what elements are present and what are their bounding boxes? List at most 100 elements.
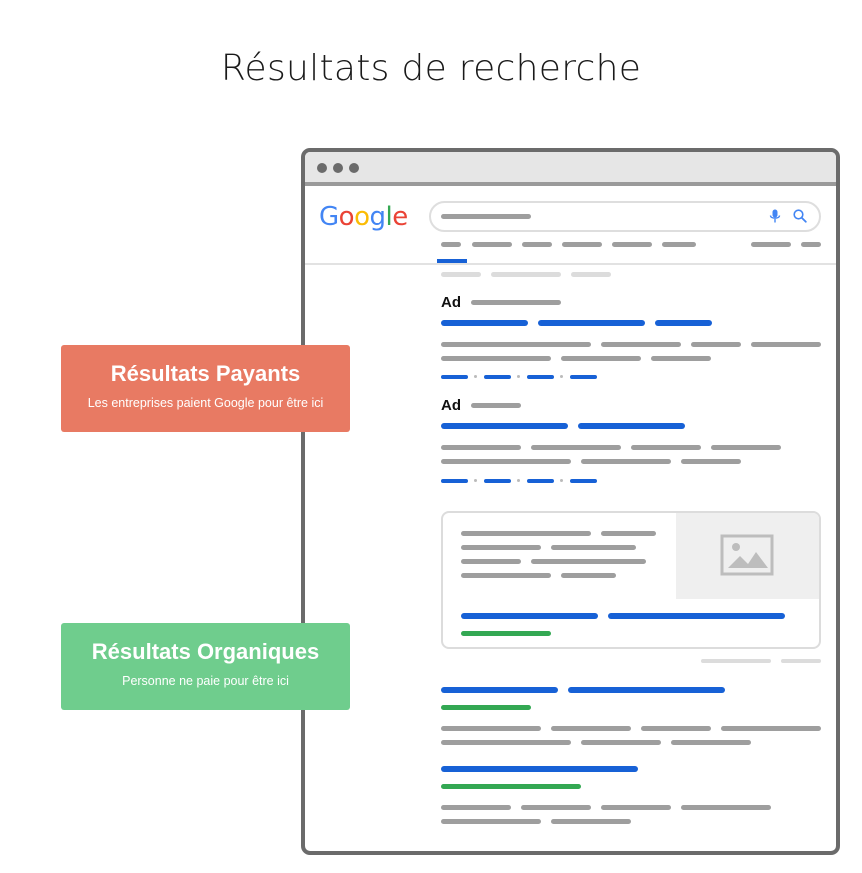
tab-item[interactable] bbox=[612, 242, 652, 247]
ad-sitelink[interactable] bbox=[441, 479, 468, 483]
sitelink-separator bbox=[560, 479, 563, 482]
ad-description bbox=[531, 445, 621, 450]
ad-description bbox=[561, 356, 641, 361]
snippet-text bbox=[531, 559, 646, 564]
tab-tools[interactable] bbox=[751, 242, 791, 247]
feedback-link[interactable] bbox=[701, 659, 771, 663]
ad-title-link[interactable] bbox=[538, 320, 645, 326]
snippet-text bbox=[461, 573, 551, 578]
logo-letter: e bbox=[392, 202, 408, 232]
active-tab-indicator bbox=[437, 259, 467, 263]
ad-description bbox=[711, 445, 781, 450]
tab-item[interactable] bbox=[562, 242, 602, 247]
search-query-placeholder bbox=[441, 214, 531, 219]
organic-description bbox=[441, 740, 571, 745]
organic-title-link[interactable] bbox=[441, 687, 558, 693]
organic-description bbox=[641, 726, 711, 731]
organic-title-link[interactable] bbox=[568, 687, 725, 693]
snippet-text bbox=[461, 545, 541, 550]
sitelink-separator bbox=[517, 479, 520, 482]
organic-description bbox=[551, 819, 631, 824]
ad-description bbox=[441, 459, 571, 464]
organic-description bbox=[681, 805, 771, 810]
snippet-text bbox=[561, 573, 616, 578]
sitelink-separator bbox=[517, 375, 520, 378]
search-icon[interactable] bbox=[793, 209, 807, 223]
window-dot-icon[interactable] bbox=[333, 163, 343, 173]
ad-description bbox=[651, 356, 711, 361]
result-stats bbox=[571, 272, 611, 277]
tab-all[interactable] bbox=[441, 242, 461, 247]
sitelink-separator bbox=[560, 375, 563, 378]
organic-description bbox=[581, 740, 661, 745]
snippet-text bbox=[461, 531, 591, 536]
ad-sitelink[interactable] bbox=[570, 375, 597, 379]
ad-url bbox=[471, 403, 521, 408]
image-placeholder-icon bbox=[720, 534, 774, 576]
organic-results-subtitle: Personne ne paie pour être ici bbox=[122, 674, 289, 688]
ad-sitelink[interactable] bbox=[484, 375, 511, 379]
organic-url[interactable] bbox=[441, 784, 581, 789]
logo-letter: o bbox=[338, 202, 355, 232]
organic-description bbox=[441, 726, 541, 731]
ad-title-link[interactable] bbox=[655, 320, 712, 326]
ad-title-link[interactable] bbox=[441, 423, 568, 429]
snippet-text bbox=[551, 545, 636, 550]
browser-window: Google Ad Ad bbox=[301, 148, 840, 855]
organic-description bbox=[601, 805, 671, 810]
result-stats bbox=[441, 272, 481, 277]
ad-sitelink[interactable] bbox=[570, 479, 597, 483]
snippet-text bbox=[601, 531, 656, 536]
ad-sitelink[interactable] bbox=[527, 375, 554, 379]
organic-description bbox=[551, 726, 631, 731]
ad-description bbox=[441, 342, 591, 347]
ad-title-link[interactable] bbox=[441, 320, 528, 326]
organic-results-label: Résultats Organiques Personne ne paie po… bbox=[61, 623, 350, 710]
paid-results-title: Résultats Payants bbox=[110, 361, 301, 386]
sitelink-separator bbox=[474, 375, 477, 378]
search-input[interactable] bbox=[429, 201, 821, 232]
ad-description bbox=[681, 459, 741, 464]
ad-description bbox=[581, 459, 671, 464]
window-dot-icon[interactable] bbox=[317, 163, 327, 173]
organic-description bbox=[441, 819, 541, 824]
ad-description bbox=[631, 445, 701, 450]
organic-description bbox=[671, 740, 751, 745]
snippet-title-link[interactable] bbox=[608, 613, 785, 619]
logo-letter: G bbox=[319, 202, 339, 232]
window-dot-icon[interactable] bbox=[349, 163, 359, 173]
ad-sitelink[interactable] bbox=[484, 479, 511, 483]
mic-icon[interactable] bbox=[769, 209, 781, 224]
google-logo[interactable]: Google bbox=[319, 202, 408, 232]
organic-results-title: Résultats Organiques bbox=[91, 639, 320, 664]
snippet-title-link[interactable] bbox=[461, 613, 598, 619]
logo-letter: g bbox=[369, 202, 387, 232]
snippet-image bbox=[676, 513, 819, 599]
sitelink-separator bbox=[474, 479, 477, 482]
organic-url[interactable] bbox=[441, 705, 531, 710]
featured-snippet-card[interactable] bbox=[441, 511, 821, 649]
tab-item[interactable] bbox=[662, 242, 696, 247]
ad-sitelink[interactable] bbox=[527, 479, 554, 483]
ad-url bbox=[471, 300, 561, 305]
organic-description bbox=[521, 805, 591, 810]
feedback-link[interactable] bbox=[781, 659, 821, 663]
organic-title-link[interactable] bbox=[441, 766, 638, 772]
ad-label: Ad bbox=[441, 294, 461, 311]
ad-title-link[interactable] bbox=[578, 423, 685, 429]
ad-description bbox=[751, 342, 821, 347]
page-title: Résultats de recherche bbox=[220, 48, 642, 89]
logo-letter: o bbox=[354, 202, 370, 232]
ad-label: Ad bbox=[441, 397, 461, 414]
ad-description bbox=[441, 445, 521, 450]
window-titlebar bbox=[305, 152, 836, 186]
snippet-url[interactable] bbox=[461, 631, 551, 636]
ad-sitelink[interactable] bbox=[441, 375, 468, 379]
nav-divider bbox=[305, 263, 836, 265]
logo-letter: l bbox=[385, 202, 393, 232]
result-stats bbox=[491, 272, 561, 277]
organic-description bbox=[721, 726, 821, 731]
tab-settings[interactable] bbox=[801, 242, 821, 247]
tab-item[interactable] bbox=[472, 242, 512, 247]
tab-item[interactable] bbox=[522, 242, 552, 247]
